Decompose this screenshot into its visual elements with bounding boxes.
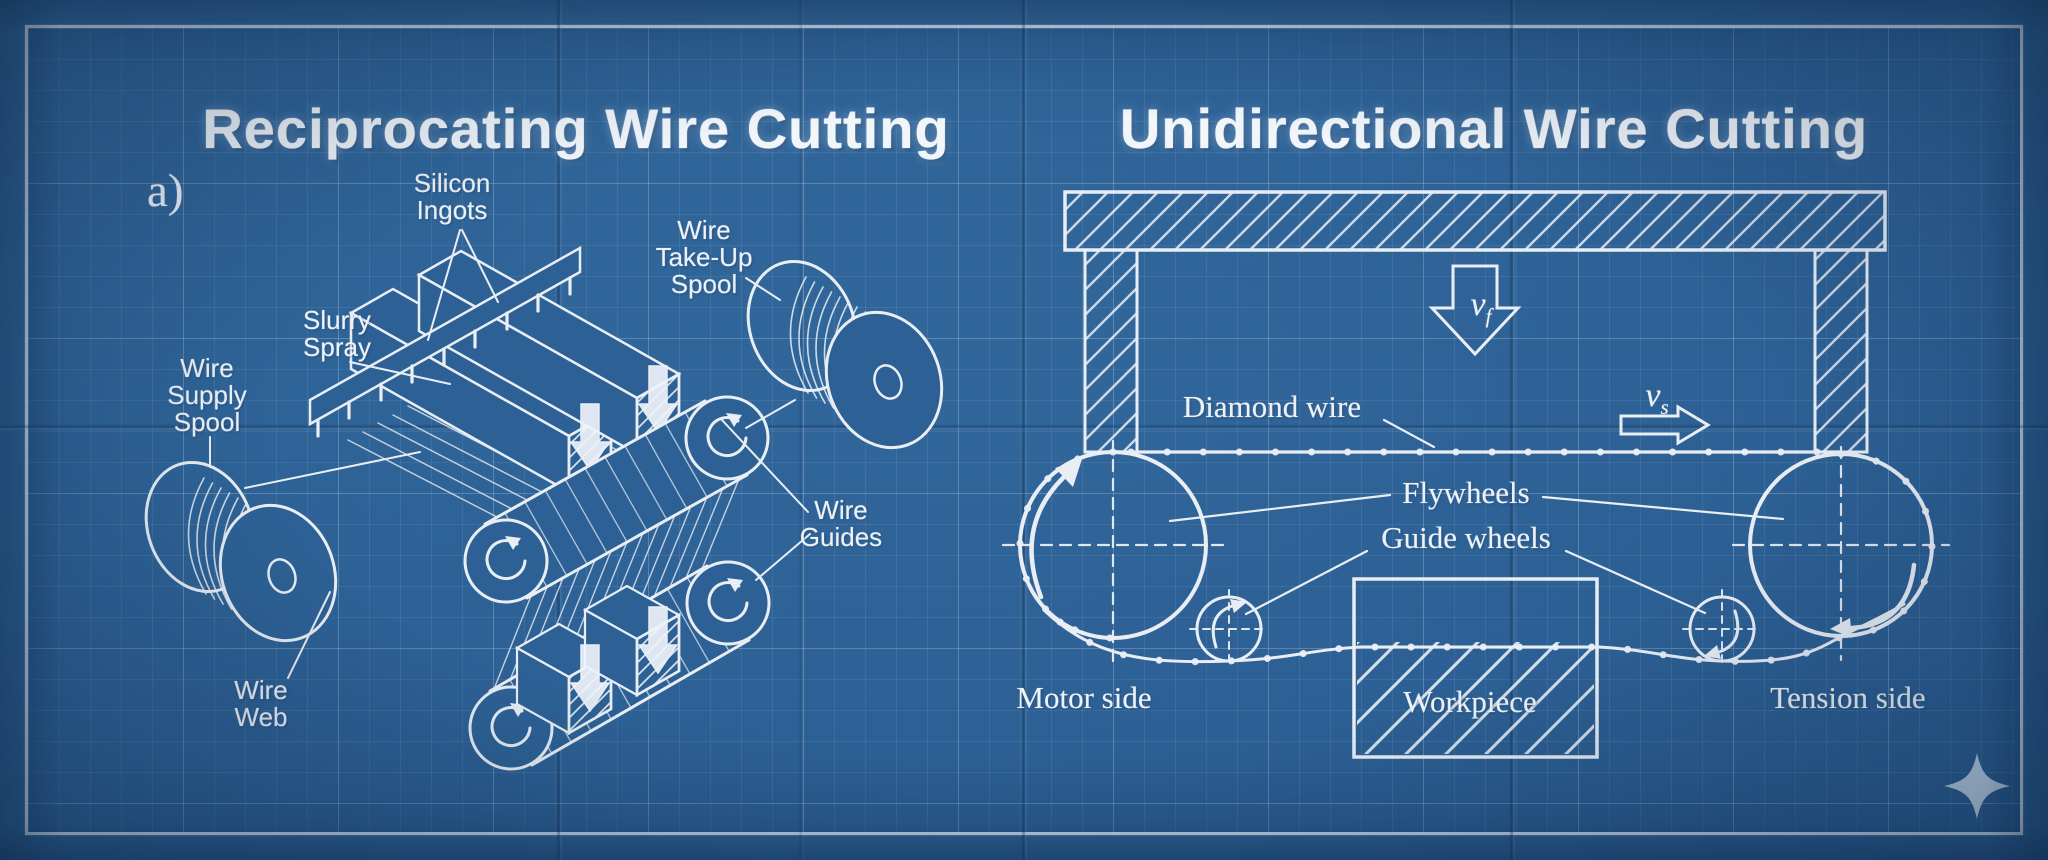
velocity-subscript: s: [1660, 394, 1669, 419]
label-guide-wheels: Guide wheels: [1381, 520, 1551, 555]
label-line: Spool: [670, 269, 738, 299]
gantry-bar: [1063, 190, 1887, 252]
workpiece-outline: [1352, 577, 1599, 759]
blueprint-border-frame: [25, 25, 2023, 835]
label-wire-guides: Wire Guides: [800, 497, 882, 551]
guide-wheel-centerlines: [1682, 589, 1762, 669]
workpiece-hatch: [1357, 642, 1594, 754]
rotation-arrow: [1717, 609, 1740, 654]
feed-down-arrow: [637, 606, 679, 675]
label-line: Supply: [167, 380, 247, 410]
sparkle-icon: [1944, 753, 2010, 819]
wire-web-strands: [493, 478, 740, 690]
rotation-arrow: [1849, 562, 1917, 631]
label-line: Ingots: [416, 195, 488, 225]
rotation-arrowhead: [1055, 459, 1082, 487]
rotation-arrowhead: [1230, 599, 1247, 613]
slurry-nozzles: [316, 276, 572, 438]
roller-end-rotation: [463, 395, 771, 771]
label-line: Wire: [180, 353, 234, 383]
label-line: Silicon: [413, 168, 491, 198]
rotation-arrowhead: [1704, 645, 1721, 659]
velocity-symbol: v: [1470, 286, 1486, 323]
label-line: Wire: [677, 215, 731, 245]
label-line: Wire: [814, 495, 868, 525]
label-line: Web: [234, 702, 288, 732]
unidirectional-diagram: [1001, 190, 1951, 759]
leader-lines: [1168, 418, 1785, 616]
rotation-arrow: [1211, 604, 1234, 649]
velocity-subscript: f: [1485, 303, 1492, 328]
feed-velocity-arrow: [1428, 264, 1522, 357]
label-wire-take-up-spool: Wire Take-Up Spool: [656, 217, 753, 298]
wire-supply-spool-drawing: [144, 451, 421, 643]
label-line: Spool: [173, 407, 241, 437]
wire-guide-roller: [483, 399, 749, 600]
rotation-arrow: [1029, 474, 1067, 600]
label-silicon-ingots: Silicon Ingots: [414, 170, 491, 224]
feed-down-arrow: [569, 403, 611, 472]
leader-lines: [209, 229, 811, 679]
wire-velocity-label: vs: [1645, 377, 1668, 420]
wire-beads: [1016, 448, 1936, 666]
label-line: Spray: [303, 332, 371, 362]
reciprocating-diagram: [144, 229, 944, 771]
label-motor-side: Motor side: [1016, 680, 1152, 715]
feed-down-arrow: [569, 644, 611, 713]
wire-velocity-arrow: [1619, 404, 1711, 446]
figure-label: a): [147, 165, 184, 217]
label-tension-side: Tension side: [1770, 680, 1926, 715]
rotation-arrowhead: [1830, 618, 1852, 638]
label-line: Slurry: [303, 305, 371, 335]
guide-wheel-centerlines: [1189, 589, 1269, 669]
label-workpiece: Workpiece: [1403, 684, 1537, 719]
right-panel-title: Unidirectional Wire Cutting: [1119, 97, 1869, 160]
label-line: Guides: [799, 522, 883, 552]
label-slurry-spray: Slurry Spray: [303, 307, 371, 361]
label-wire-web: Wire Web: [234, 677, 287, 731]
label-flywheels: Flywheels: [1402, 475, 1530, 510]
label-line: Take-Up: [655, 242, 753, 272]
wire-take-up-spool-drawing: [745, 259, 944, 450]
left-panel-title: Reciprocating Wire Cutting: [202, 97, 950, 160]
velocity-symbol: v: [1645, 377, 1661, 414]
label-diamond-wire: Diamond wire: [1182, 389, 1362, 424]
left-column: [1083, 248, 1139, 454]
feed-velocity-label: vf: [1471, 286, 1492, 329]
label-wire-supply-spool: Wire Supply Spool: [167, 355, 247, 436]
slurry-spray-bar: [308, 245, 582, 427]
feed-down-arrow: [637, 365, 679, 434]
label-line: Wire: [234, 675, 288, 705]
flywheel-centerlines: [1001, 439, 1225, 665]
right-column: [1813, 248, 1869, 454]
